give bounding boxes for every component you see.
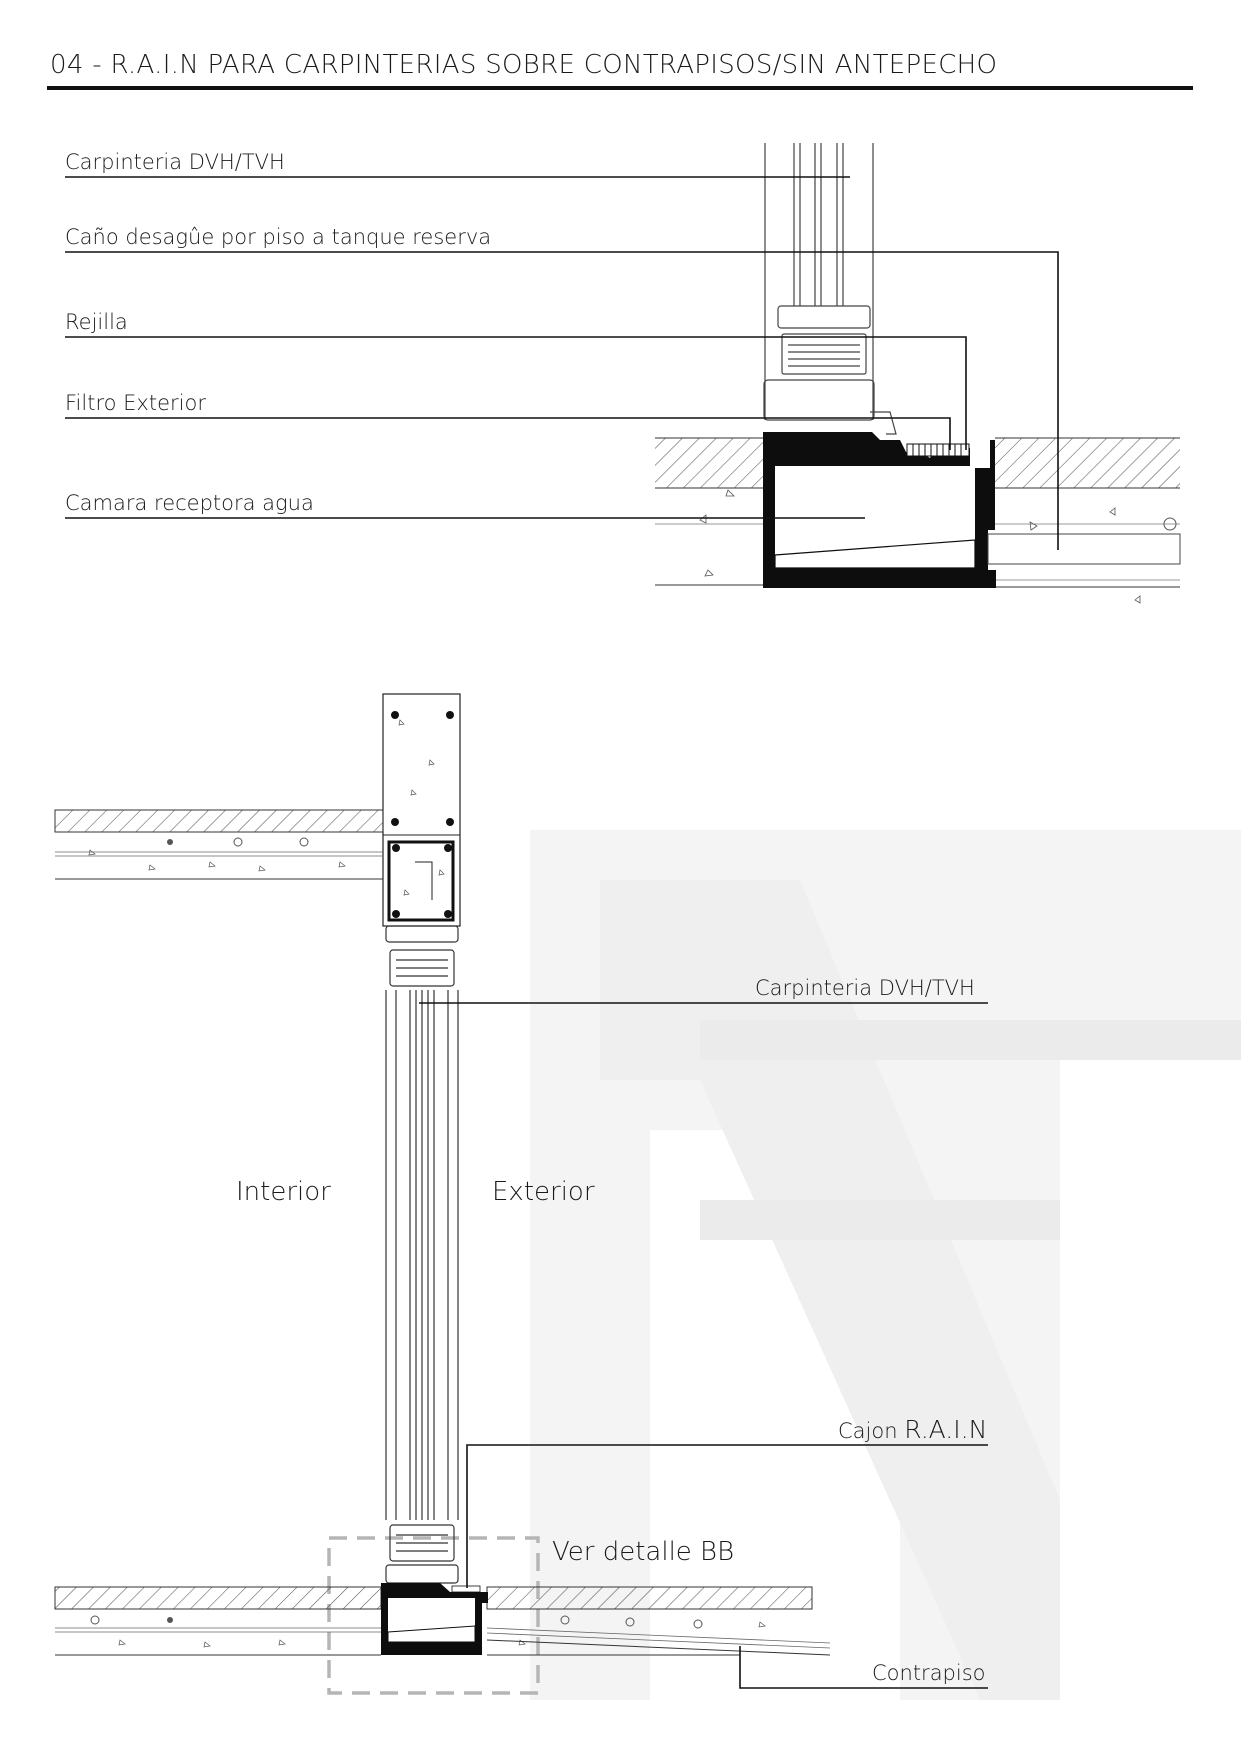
concrete-column	[382, 693, 461, 927]
label-cajon-prefix: Cajon	[838, 1419, 898, 1443]
lower-slab	[54, 1586, 831, 1656]
page-title: 04 - R.A.I.N PARA CARPINTERIAS SOBRE CON…	[50, 50, 998, 80]
upper-slab	[54, 809, 384, 880]
top-leader-lines	[65, 176, 1059, 550]
top-detail	[65, 143, 1181, 604]
label-carpinteria-top: Carpinteria DVH/TVH	[65, 150, 285, 174]
top-slab	[655, 437, 1180, 604]
label-camara-receptora: Camara receptora agua	[65, 491, 314, 515]
bottom-section	[54, 693, 988, 1695]
label-cajon-name: R.A.I.N	[904, 1415, 988, 1444]
label-cano-desague: Caño desagûe por piso a tanque reserva	[65, 225, 492, 249]
title-underline	[47, 86, 1193, 90]
label-interior: Interior	[236, 1177, 331, 1207]
background-watermark	[530, 830, 1241, 1700]
label-cajon-rain: Cajon R.A.I.N	[838, 1415, 987, 1444]
detail-bb-frame	[327, 1536, 540, 1695]
label-exterior: Exterior	[492, 1177, 595, 1207]
rain-box-section	[381, 1583, 488, 1655]
label-rejilla: Rejilla	[65, 310, 128, 334]
bottom-leader-lines	[419, 1002, 988, 1689]
label-contrapiso: Contrapiso	[872, 1661, 986, 1685]
window-carpentry	[385, 925, 459, 1584]
label-filtro-exterior: Filtro Exterior	[65, 391, 206, 415]
label-ver-detalle: Ver detalle BB	[552, 1537, 735, 1567]
label-carpinteria-bottom: Carpinteria DVH/TVH	[755, 976, 975, 1000]
top-rain-chamber	[763, 432, 1181, 588]
top-window-frame	[763, 143, 897, 435]
